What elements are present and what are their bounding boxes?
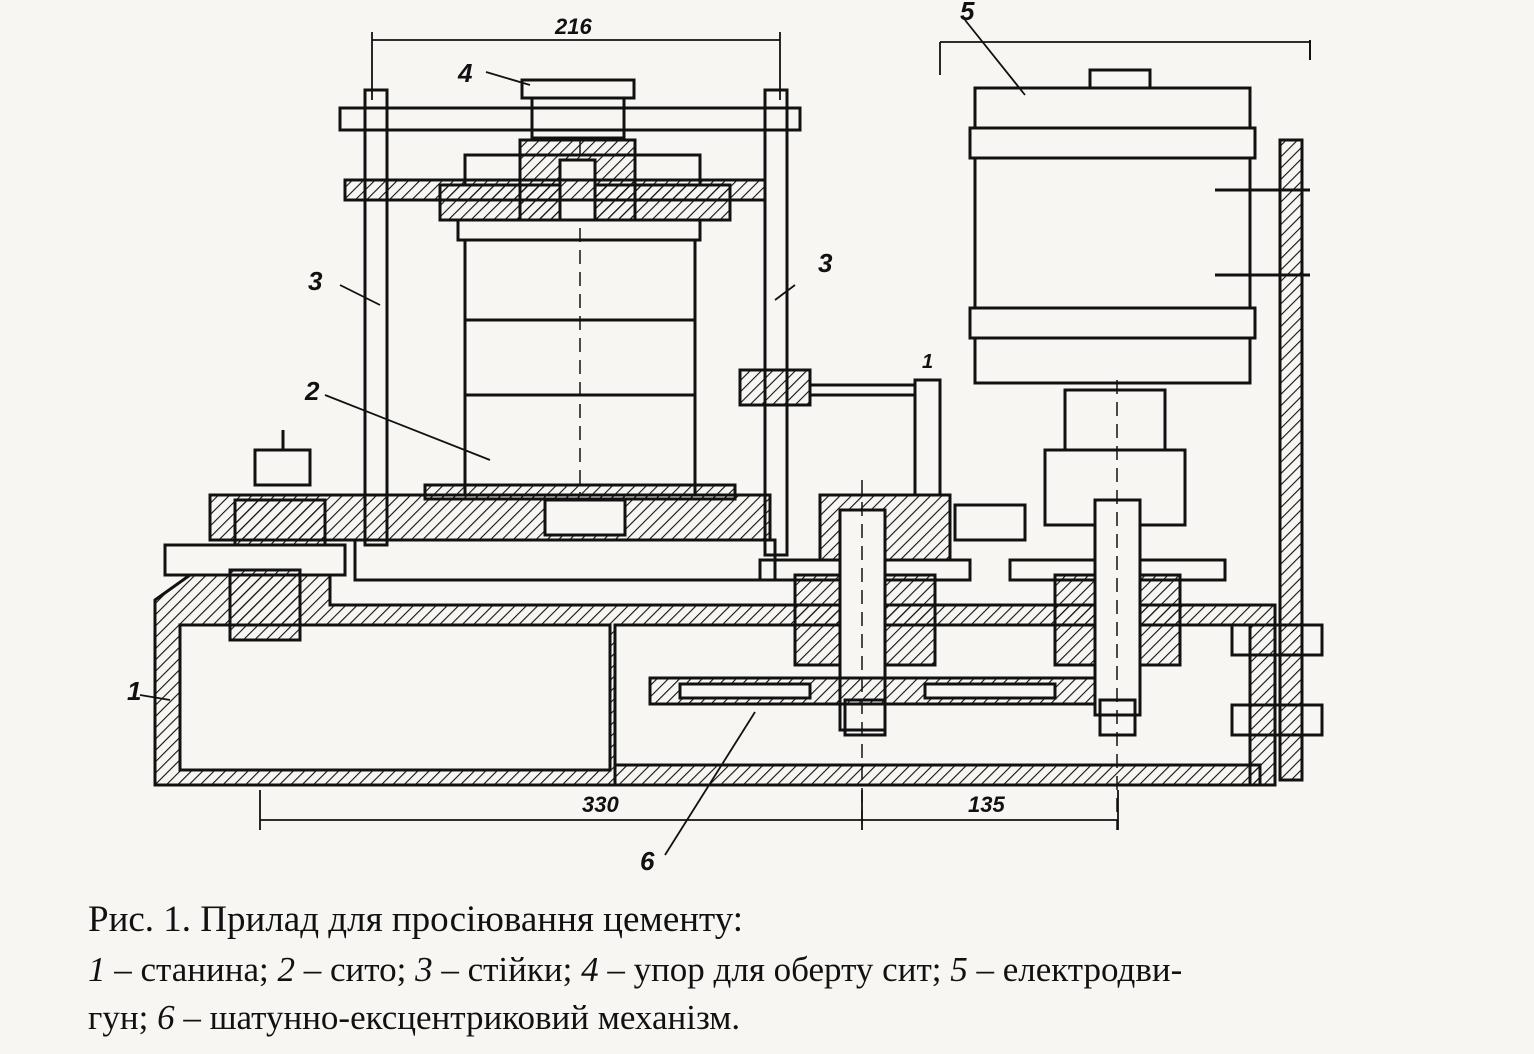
callout-1-small: 1 xyxy=(922,351,933,373)
caption-title: Рис. 1. Прилад для просіювання цементу: xyxy=(88,899,744,940)
callout-2: 2 xyxy=(304,376,320,406)
legend-number: 6 xyxy=(157,998,175,1037)
technical-drawing: 216 330 135 1 2 3 3 4 5 6 1 xyxy=(127,0,1324,876)
electric-motor xyxy=(968,68,1257,385)
leader-lines xyxy=(139,19,1026,856)
legend-item: 5 – електродви- xyxy=(950,950,1182,989)
legend-item: гун; xyxy=(88,998,157,1037)
legend-item: 4 – упор для оберту сит; xyxy=(581,950,950,989)
linkage xyxy=(738,368,942,497)
callout-5: 5 xyxy=(960,0,975,26)
posts xyxy=(363,88,789,557)
callout-3-right: 3 xyxy=(818,248,833,278)
legend-item: 3 – стійки; xyxy=(415,950,581,989)
legend-text: – стійки; xyxy=(432,950,582,989)
base-frame xyxy=(153,538,1277,787)
connecting-rod-6 xyxy=(648,676,1142,706)
legend-text: – шатунно-ексцентриковий механізм. xyxy=(174,998,741,1037)
callout-6: 6 xyxy=(640,846,655,876)
eccentric-shaft xyxy=(758,480,1027,830)
dimension-216: 216 xyxy=(554,14,592,39)
caption-legend: 1 – станина; 2 – сито; 3 – стійки; 4 – у… xyxy=(88,946,1508,1042)
legend-number: 1 xyxy=(88,950,106,989)
legend-number: 5 xyxy=(950,950,968,989)
dimension-lines xyxy=(259,32,1310,830)
legend-text: – упор для оберту сит; xyxy=(598,950,951,989)
dimension-135: 135 xyxy=(968,792,1005,817)
motor-bracket xyxy=(1215,40,1324,782)
legend-item: 6 – шатунно-ексцентриковий механізм. xyxy=(157,998,740,1037)
callout-4: 4 xyxy=(457,58,473,88)
callout-1: 1 xyxy=(127,676,141,706)
legend-text: – електродви- xyxy=(967,950,1183,989)
legend-number: 3 xyxy=(415,950,433,989)
legend-text: гун; xyxy=(88,998,158,1037)
callout-3-left: 3 xyxy=(308,266,323,296)
legend-text: – станина; xyxy=(105,950,278,989)
dimension-330: 330 xyxy=(582,792,619,817)
left-fitting xyxy=(233,430,327,547)
legend-item: 2 – сито; xyxy=(278,950,416,989)
legend-item: 1 – станина; xyxy=(88,950,278,989)
legend-text: – сито; xyxy=(295,950,416,989)
motor-shaft xyxy=(1008,380,1227,830)
figure-caption: Рис. 1. Прилад для просіювання цементу: … xyxy=(88,898,1508,1042)
legend-number: 4 xyxy=(581,950,599,989)
legend-number: 2 xyxy=(277,950,296,989)
